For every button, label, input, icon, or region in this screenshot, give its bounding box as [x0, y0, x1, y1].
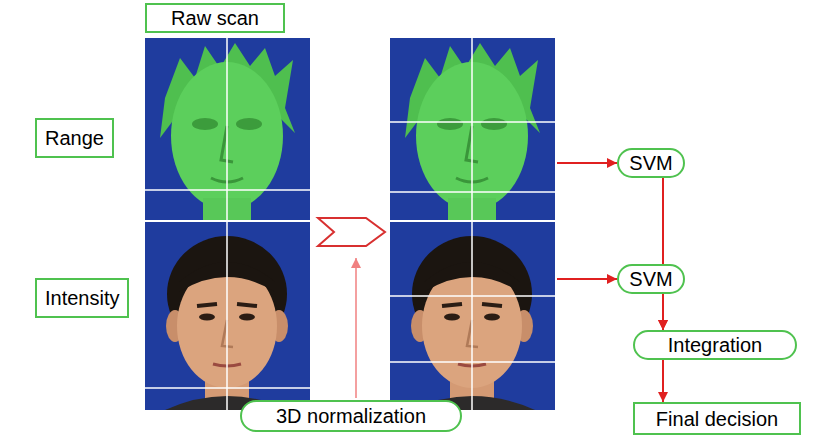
node-label: Integration [668, 334, 763, 356]
node-label: SVM [629, 268, 672, 290]
classifier-pill: SVM [617, 148, 685, 178]
node-label: SVM [629, 152, 672, 174]
title-box: Raw scan [145, 3, 285, 33]
range-image [145, 38, 310, 220]
grid-lines [145, 38, 555, 410]
node-label: Raw scan [171, 7, 259, 29]
process-pill: Integration [633, 330, 797, 360]
process-pill: 3D normalization [240, 400, 462, 432]
node-label: Intensity [45, 287, 119, 309]
flow-arrow [662, 360, 664, 402]
row-label-box: Range [35, 118, 114, 158]
output-box: Final decision [633, 402, 801, 435]
normalization-arrow [355, 258, 357, 398]
normalized-intensity-image [390, 222, 555, 410]
image-to-svm-arrow [557, 162, 617, 164]
classifier-pill: SVM [617, 264, 685, 294]
row-label-box: Intensity [35, 278, 129, 318]
normalized-range-image [390, 38, 555, 220]
flow-arrow [662, 294, 664, 330]
intensity-image [145, 222, 310, 410]
image-to-svm-arrow [557, 278, 617, 280]
node-label: Range [45, 127, 104, 149]
node-label: Final decision [656, 408, 778, 430]
flow-arrow [662, 178, 664, 330]
node-label: 3D normalization [276, 405, 426, 427]
hollow-arrow [318, 218, 385, 246]
